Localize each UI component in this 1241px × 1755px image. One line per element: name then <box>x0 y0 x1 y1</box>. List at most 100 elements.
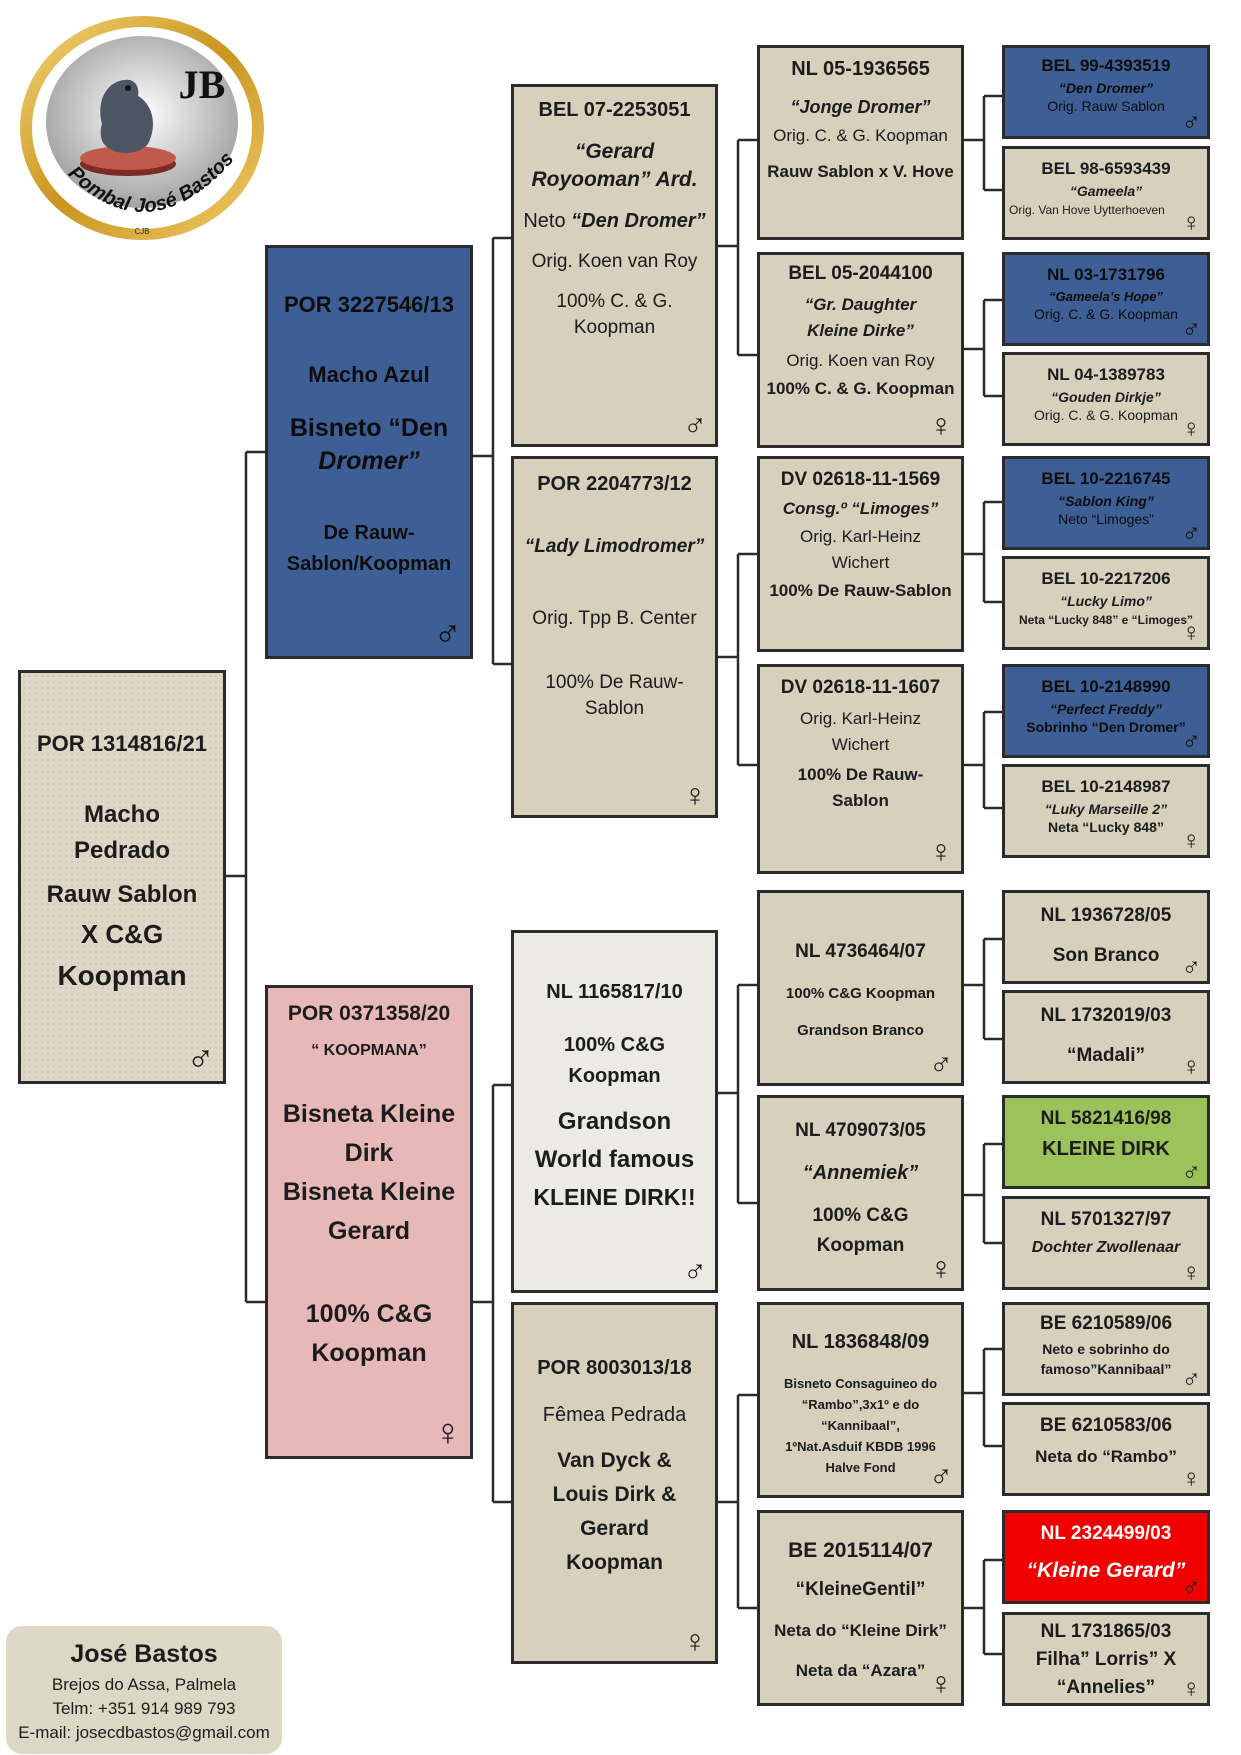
female-icon: ♀ <box>1181 207 1202 237</box>
gg3-ring: DV 02618-11-1569 <box>780 469 941 490</box>
ggg13-line2: famoso”Kannibaal” <box>1040 1361 1172 1377</box>
male-icon: ♂ <box>929 1457 953 1493</box>
ggg13-ring: BE 6210589/06 <box>1039 1313 1173 1334</box>
gg4-ring: DV 02618-11-1607 <box>780 677 941 698</box>
gg2-line2: Kleine Dirke” <box>807 321 914 340</box>
g3-line5: KLEINE DIRK!! <box>533 1184 696 1210</box>
ggg13-line1: Neto e sobrinho do <box>1042 1341 1170 1357</box>
ggg9-box: NL 1936728/05 Son Branco ♂ <box>1002 890 1210 984</box>
g1-line4: Orig. Koen van Roy <box>531 251 698 272</box>
gg1-ring: NL 05-1936565 <box>791 58 930 80</box>
male-icon: ♂ <box>1181 1571 1202 1601</box>
ggg8-box: BEL 10-2148987 “Luky Marseille 2” Neta “… <box>1002 764 1210 858</box>
ggg16-line2: “Annelies” <box>1056 1677 1156 1698</box>
ggg9-ring: NL 1936728/05 <box>1040 905 1172 926</box>
gg3-line2: Orig. Karl-Heinz <box>800 527 921 546</box>
female-icon: ♀ <box>929 1665 953 1701</box>
ggg2-box: BEL 98-6593439 “Gameela” Orig. Van Hove … <box>1002 146 1210 240</box>
subject-line5: Koopman <box>57 960 187 991</box>
dam-line6: 100% C&G <box>305 1300 433 1328</box>
ggg16-box: NL 1731865/03 Filha” Lorris” X “Annelies… <box>1002 1612 1210 1706</box>
g3-line3: Grandson <box>557 1108 672 1135</box>
g2-line3: 100% De Rauw- <box>545 672 684 693</box>
g3-line2: Koopman <box>568 1065 661 1087</box>
dam-line3: Dirk <box>344 1139 394 1167</box>
gg3-box: DV 02618-11-1569 Consg.º “Limoges” Orig.… <box>757 456 964 652</box>
female-icon: ♀ <box>929 1250 953 1286</box>
gg4-line4: Sablon <box>832 791 889 810</box>
ggg10-line1: “Madali” <box>1066 1045 1146 1066</box>
gg5-box: NL 4736464/07 100% C&G Koopman Grandson … <box>757 890 964 1086</box>
gg1-line1: “Jonge Dromer” <box>790 97 931 117</box>
gg6-line3: Koopman <box>816 1235 905 1256</box>
granddam-maternal-box: POR 8003013/18 Fêmea Pedrada Van Dyck & … <box>511 1302 718 1664</box>
ggg11-line1: KLEINE DIRK <box>1042 1138 1170 1160</box>
ggg5-line1: “Sablon King” <box>1058 493 1154 509</box>
gg5-line1: 100% C&G Koopman <box>785 985 936 1002</box>
female-icon: ♀ <box>1181 1673 1202 1703</box>
gg8-line1: “KleineGentil” <box>795 1579 926 1600</box>
male-icon: ♂ <box>683 1252 707 1288</box>
g4-line5: Koopman <box>566 1551 663 1574</box>
ggg1-line1: “Den Dromer” <box>1058 80 1154 96</box>
ggg10-box: NL 1732019/03 “Madali” ♀ <box>1002 990 1210 1084</box>
dam-line4: Bisneta Kleine <box>282 1178 456 1206</box>
gg6-ring: NL 4709073/05 <box>795 1120 926 1141</box>
g4-line3: Louis Dirk & <box>552 1483 677 1506</box>
g4-line2: Van Dyck & <box>557 1449 672 1472</box>
g1-line3b: “Den Dromer” <box>571 210 706 232</box>
ggg14-line1: Neta do “Rambo” <box>1035 1447 1177 1466</box>
dam-line1: “ KOOPMANA” <box>311 1042 427 1059</box>
gg4-line1: Orig. Karl-Heinz <box>800 709 921 728</box>
female-icon: ♀ <box>1181 1257 1202 1287</box>
gg8-line2: Neta do “Kleine Dirk” <box>774 1621 947 1640</box>
gg2-line1: “Gr. Daughter <box>804 295 917 314</box>
g4-ring: POR 8003013/18 <box>537 1357 692 1379</box>
ggg5-line2: Neto “Limoges” <box>1058 511 1154 527</box>
contact-name: José Bastos <box>70 1640 218 1668</box>
granddam-paternal-box: POR 2204773/12 “Lady Limodromer” Orig. T… <box>511 456 718 818</box>
ggg12-box: NL 5701327/97 Dochter Zwollenaar ♀ <box>1002 1196 1210 1290</box>
ggg15-ring: NL 2324499/03 <box>1040 1523 1172 1544</box>
dam-line2: Bisneta Kleine <box>282 1100 456 1128</box>
gg7-ring: NL 1836848/09 <box>791 1331 930 1353</box>
logo-initials: JB <box>179 62 226 107</box>
ggg1-ring: BEL 99-4393519 <box>1041 56 1171 75</box>
gg4-box: DV 02618-11-1607 Orig. Karl-Heinz Wicher… <box>757 664 964 874</box>
ggg4-line2: Orig. C. & G. Koopman <box>1034 407 1178 423</box>
ggg3-box: NL 03-1731796 “Gameela’s Hope” Orig. C. … <box>1002 252 1210 346</box>
ggg14-box: BE 6210583/06 Neta do “Rambo” ♀ <box>1002 1402 1210 1496</box>
female-icon: ♀ <box>1181 1463 1202 1493</box>
gg6-line1: “Annemiek” <box>802 1162 919 1184</box>
gg2-line4: 100% C. & G. Koopman <box>766 379 955 398</box>
gg7-line2: “Rambo”,3x1º e do <box>801 1397 920 1412</box>
dam-line7: Koopman <box>311 1339 427 1367</box>
ggg2-line1: “Gameela” <box>1069 183 1143 199</box>
sire-line2: Bisneto “Den <box>289 414 449 442</box>
ggg3-ring: NL 03-1731796 <box>1047 265 1165 284</box>
sire-line5: Sablon/Koopman <box>286 553 452 575</box>
gg7-line1: Bisneto Consaguineo do <box>783 1376 938 1391</box>
contact-email[interactable]: E-mail: josecdbastos@gmail.com <box>18 1723 270 1742</box>
ggg5-box: BEL 10-2216745 “Sablon King” Neto “Limog… <box>1002 456 1210 550</box>
ggg3-line2: Orig. C. & G. Koopman <box>1034 306 1178 322</box>
gg1-line3: Rauw Sablon x V. Hove <box>767 162 954 181</box>
ggg16-ring: NL 1731865/03 <box>1040 1621 1172 1642</box>
male-icon: ♂ <box>186 1037 216 1079</box>
ggg6-line1: “Lucky Limo” <box>1060 593 1152 609</box>
male-icon: ♂ <box>1181 517 1202 547</box>
subject-ring: POR 1314816/21 <box>36 731 208 756</box>
gg7-line4: 1ºNat.Asduif KBDB 1996 <box>785 1439 936 1454</box>
gg8-box: BE 2015114/07 “KleineGentil” Neta do “Kl… <box>757 1510 964 1706</box>
logo-mark: CJB <box>134 227 149 236</box>
male-icon: ♂ <box>433 612 463 654</box>
male-icon: ♂ <box>683 406 707 442</box>
g4-line1: Fêmea Pedrada <box>542 1404 687 1426</box>
ggg7-line2: Sobrinho “Den Dromer” <box>1026 719 1186 735</box>
gg7-line3: “Kannibaal”, <box>821 1418 900 1433</box>
female-icon: ♀ <box>683 777 707 813</box>
gg3-line1: Consg.º “Limoges” <box>782 499 939 518</box>
gg4-line3: 100% De Rauw- <box>797 765 924 784</box>
gg6-line2: 100% C&G <box>812 1205 909 1226</box>
